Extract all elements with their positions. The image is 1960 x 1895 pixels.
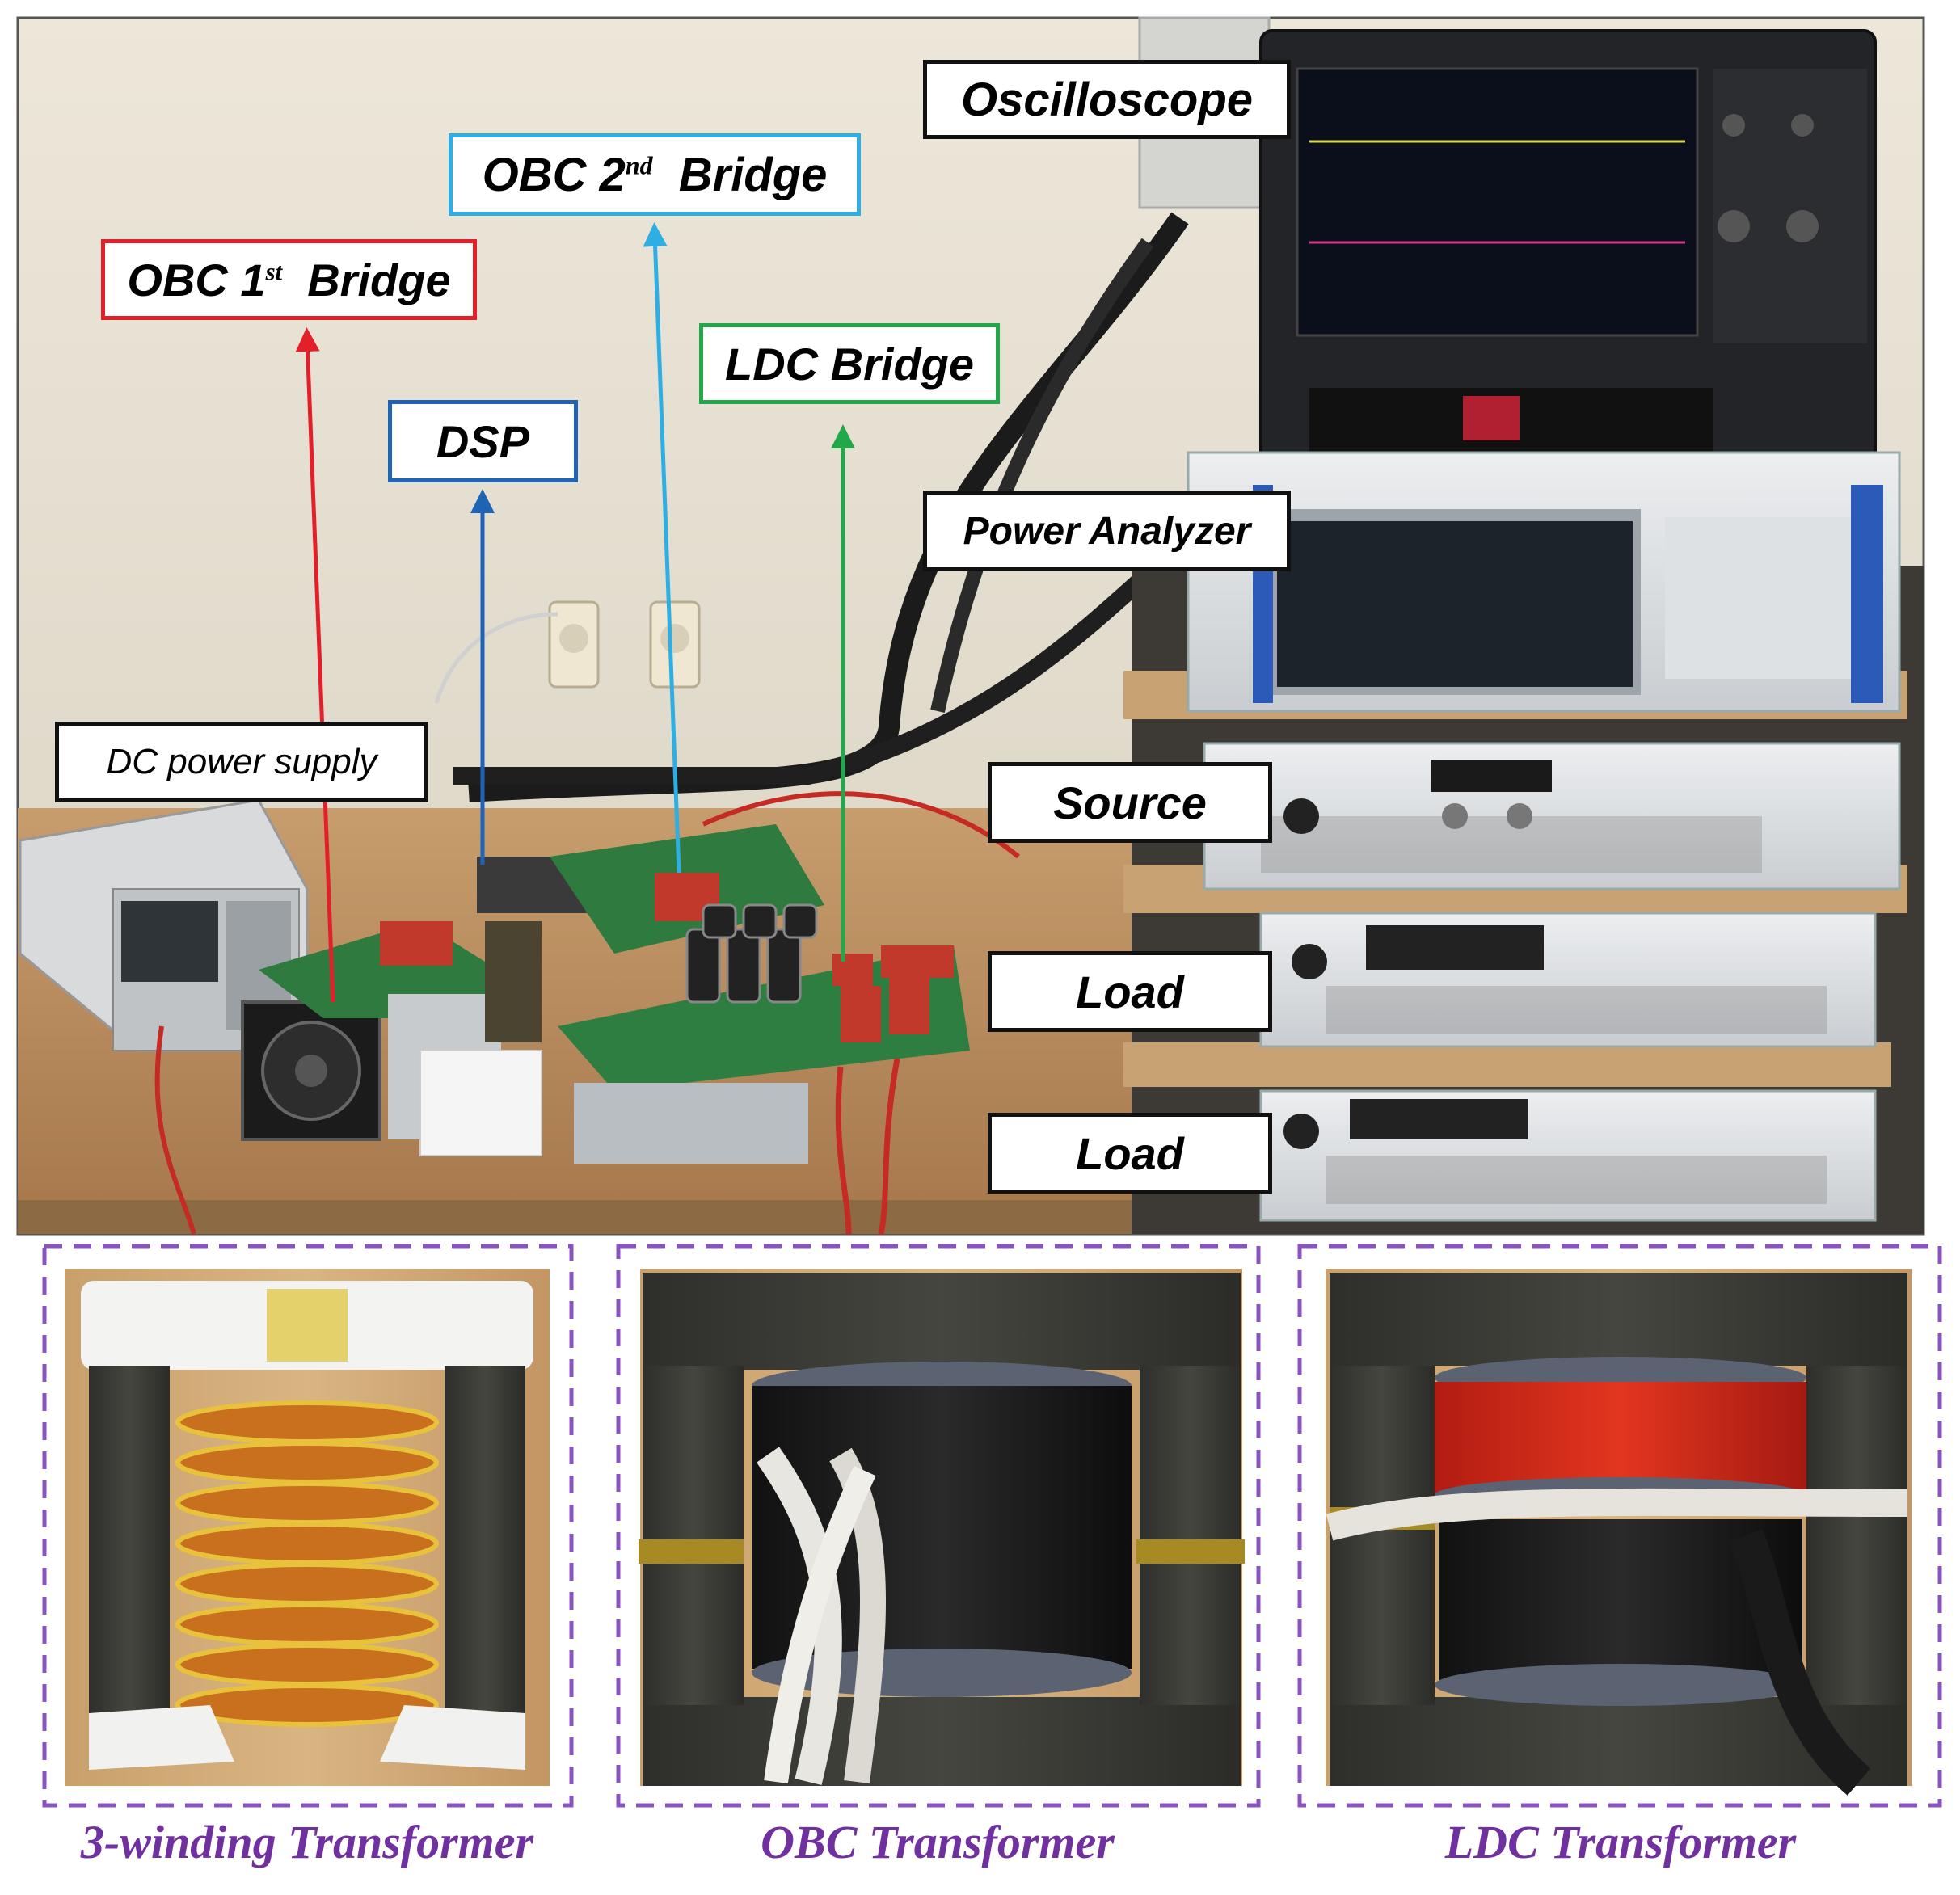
label-power-analyzer: Power Analyzer (923, 491, 1291, 571)
arrow-obc2 (643, 222, 681, 874)
caption-ldc-transformer: LDC Transformer (1444, 1816, 1797, 1868)
arrow-obc1 (295, 327, 335, 1003)
label-obc-second-bridge: OBC 2nd Bridge (449, 133, 861, 216)
load-device-1 (1259, 912, 1877, 1048)
label-obc2-prefix: OBC 2 (482, 148, 626, 201)
obc-transformer-photo (616, 1244, 1261, 1808)
label-dsp: DSP (388, 400, 578, 482)
wall-outlet (649, 600, 701, 689)
ldc-bridge-board (558, 903, 970, 1164)
label-ldc-bridge: LDC Bridge (699, 323, 1000, 404)
power-analyzer-device (1187, 451, 1901, 713)
label-load-2: Load (988, 1113, 1272, 1194)
label-ldc-bridge-text: LDC Bridge (725, 338, 974, 390)
label-obc2-sup: nd (625, 151, 653, 180)
label-power-analyzer-text: Power Analyzer (963, 509, 1251, 553)
label-obc1-prefix: OBC 1 (127, 254, 266, 305)
oscilloscope-device (1259, 29, 1877, 469)
ldc-transformer-photo (1297, 1244, 1942, 1808)
wall-outlet (548, 600, 600, 689)
lab-photo (16, 16, 1925, 1236)
label-obc1-sup: st (265, 257, 283, 285)
label-source: Source (988, 762, 1272, 843)
label-dc-power-supply-text: DC power supply (106, 742, 377, 781)
source-device (1203, 742, 1901, 891)
caption-three-winding-transformer: 3-winding Transformer (80, 1816, 534, 1868)
label-obc-first-bridge: OBC 1st Bridge (101, 239, 477, 320)
label-obc1-suffix: Bridge (307, 254, 451, 305)
label-load-1: Load (988, 951, 1272, 1032)
label-oscilloscope-text: Oscilloscope (960, 73, 1254, 126)
label-oscilloscope: Oscilloscope (923, 60, 1291, 139)
dc-power-supply-device (19, 798, 309, 1052)
label-load-1-text: Load (1076, 966, 1184, 1017)
label-source-text: Source (1053, 777, 1207, 828)
label-obc2-text: OBC 2nd Bridge (483, 148, 828, 202)
obc-first-bridge-board (241, 921, 501, 1141)
label-obc2-suffix: Bridge (678, 148, 828, 201)
three-winding-transformer-photo (42, 1244, 574, 1808)
load-device-2 (1259, 1089, 1877, 1222)
label-load-2-text: Load (1076, 1127, 1184, 1179)
label-obc1-text: OBC 1st Bridge (127, 254, 450, 306)
label-dc-power-supply: DC power supply (55, 722, 428, 802)
label-dsp-text: DSP (436, 415, 530, 467)
caption-obc-transformer: OBC Transformer (761, 1816, 1115, 1868)
